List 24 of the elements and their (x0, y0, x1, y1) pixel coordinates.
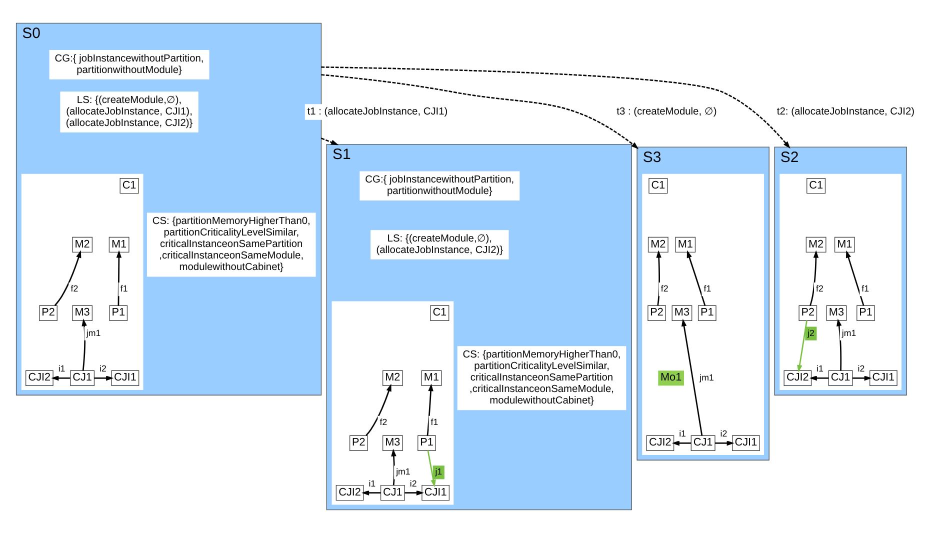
edge-label: j2 (808, 328, 814, 338)
edge-label: f1 (430, 417, 438, 428)
edge-label: f2 (70, 284, 78, 294)
edge-label: f1 (704, 284, 712, 294)
edge-label: f2 (660, 284, 668, 294)
edge-label: i2 (720, 428, 728, 439)
edge-label: jm1 (396, 466, 410, 477)
edge-label: i1 (58, 364, 66, 374)
edge-label: i2 (410, 478, 417, 488)
edge-label: i1 (816, 364, 824, 374)
edge-label: t2: (allocateJobInstance, CJI2) (776, 106, 915, 118)
edge-label: f1 (120, 284, 128, 294)
edge-label: jm1 (86, 328, 101, 338)
edge-label: jm1 (842, 328, 856, 338)
edge-label: f2 (380, 417, 388, 428)
edge-label: jm1 (700, 372, 714, 382)
edge-label: i1 (368, 478, 376, 488)
edge-label: f2 (816, 284, 824, 294)
edge-label: i2 (858, 364, 865, 374)
edge-label: t3 : (createModule, ∅) (616, 106, 717, 118)
edge-label: i2 (100, 364, 106, 374)
edge-label: i1 (679, 428, 686, 439)
edge-label: f1 (862, 284, 870, 294)
edge-label: j1 (435, 466, 442, 477)
